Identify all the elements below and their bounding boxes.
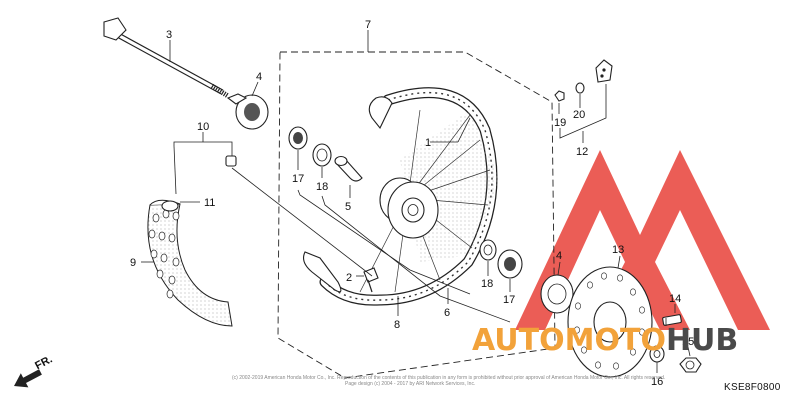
callout-20: 20	[573, 109, 585, 121]
callout-13: 13	[612, 244, 624, 256]
leader-4a	[251, 81, 259, 97]
copyright-line-2: Page design (c) 2004 - 2017 by ARI Netwo…	[345, 381, 475, 387]
callout-4-right: 4	[556, 250, 562, 262]
disc-bolt	[662, 314, 682, 326]
axle-nut	[679, 357, 702, 373]
direction-label: FR.	[33, 353, 54, 372]
callout-2: 2	[346, 272, 352, 284]
distance-collar	[334, 155, 363, 182]
watermark-part-moto: MOTO	[565, 323, 666, 358]
callout-5: 5	[345, 201, 351, 213]
callout-15: 15	[682, 336, 694, 348]
callout-18-right: 18	[481, 278, 493, 290]
callout-11: 11	[204, 197, 215, 209]
speed-sensor-bracket	[595, 59, 613, 83]
leader-valve-to-rim	[231, 167, 373, 277]
callout-10: 10	[197, 121, 209, 133]
copyright-line-1: (c) 2002-2019 American Honda Motor Co., …	[232, 375, 665, 381]
wheel-assembly-outline	[277, 51, 556, 379]
side-collar-right	[540, 274, 574, 314]
leader-15	[687, 346, 691, 357]
dust-seal-left	[288, 126, 308, 150]
callout-8: 8	[394, 319, 400, 331]
triangle-logo-icon	[515, 150, 770, 330]
brake-disc	[567, 266, 653, 378]
leader-13	[617, 255, 621, 269]
sensor-washer	[575, 82, 585, 94]
callout-1: 1	[425, 137, 431, 149]
watermark-text: AUTOMOTOHUB	[472, 323, 738, 358]
leader-1b	[457, 117, 471, 143]
valve-cap	[225, 155, 237, 167]
leader-10c	[173, 145, 177, 195]
callout-12: 12	[576, 146, 588, 158]
callout-17-right: 17	[503, 294, 515, 306]
callout-6: 6	[444, 307, 450, 319]
leader-17-link	[297, 189, 471, 295]
bearing-left	[312, 143, 332, 167]
front-tire	[147, 199, 233, 327]
callout-4-top: 4	[256, 71, 262, 83]
bearing-right	[479, 239, 497, 261]
wheel-hub	[379, 177, 439, 239]
leader-12	[559, 84, 607, 139]
callout-18-left: 18	[316, 181, 328, 193]
callout-16: 16	[651, 376, 663, 388]
watermark-part-hub: HUB	[666, 323, 738, 358]
callout-3: 3	[166, 29, 172, 41]
watermark-part-auto: AUTO	[472, 323, 565, 358]
rim	[303, 87, 498, 306]
diagram-code: KSE8F0800	[724, 382, 781, 393]
callout-7: 7	[365, 19, 371, 31]
callout-9: 9	[130, 257, 136, 269]
dust-seal-right	[497, 249, 523, 279]
callout-17-left: 17	[292, 173, 304, 185]
sensor-nut	[554, 90, 565, 102]
side-collar-left	[226, 93, 269, 130]
leader-4b	[557, 261, 561, 276]
leader-18-link	[321, 195, 511, 323]
leader-10	[173, 141, 233, 156]
callout-19: 19	[554, 117, 566, 129]
front-axle	[103, 17, 230, 99]
callout-14: 14	[669, 293, 681, 305]
forward-arrow-icon	[14, 369, 42, 388]
